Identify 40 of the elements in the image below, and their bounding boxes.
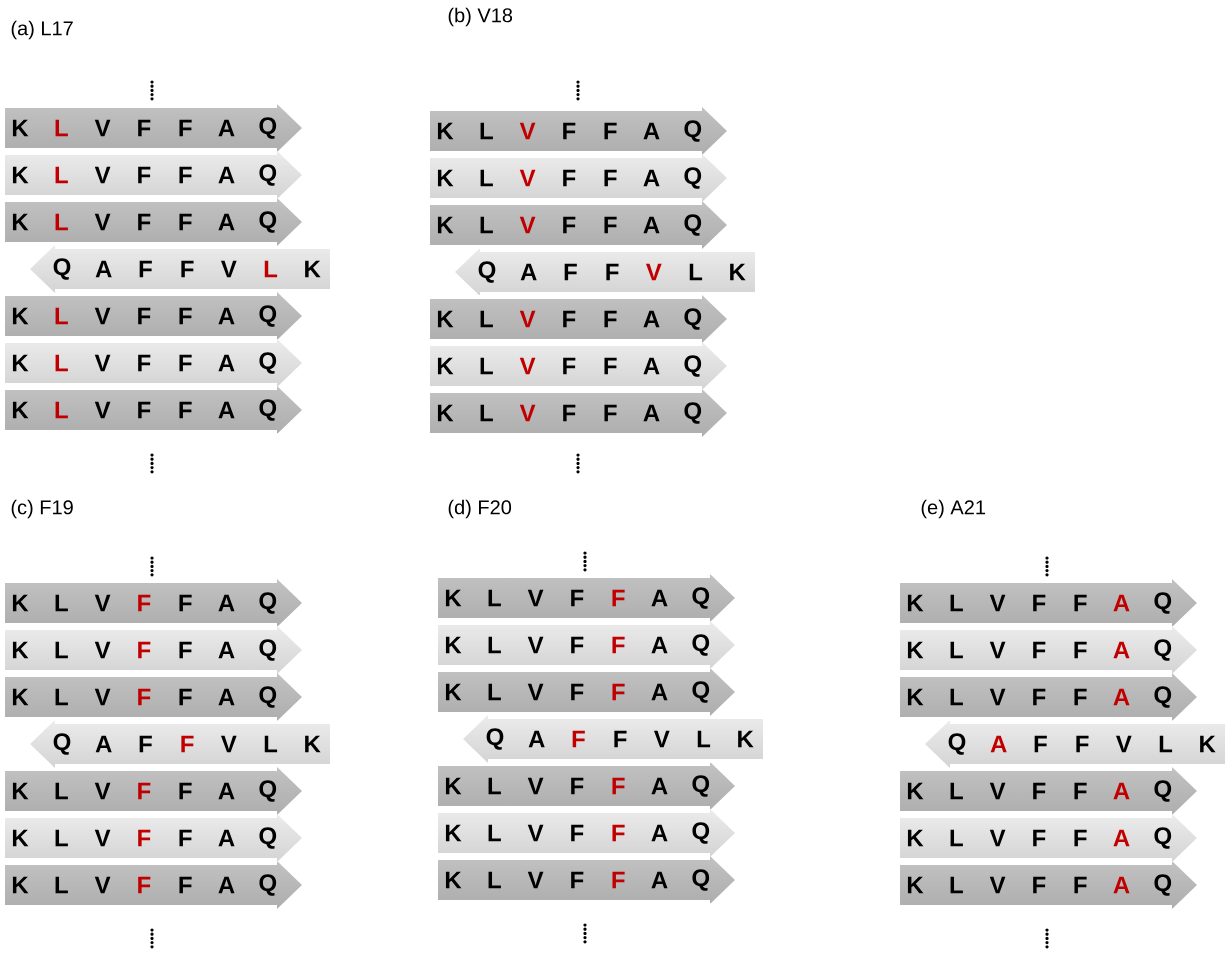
- strand-arrow: Q A F F V L K: [478, 261, 746, 283]
- strand-arrow: K L V F F A Q: [445, 634, 710, 656]
- strand-arrow: Q A F F V L K: [948, 733, 1216, 755]
- strand-arrow: K L V F F A Q: [445, 681, 710, 703]
- strand-arrow: Q A F F V L K: [53, 733, 321, 755]
- strand-arrow: K L V F F A Q: [437, 214, 702, 236]
- strand-arrow: K L V F F A Q: [437, 355, 702, 377]
- strand-arrow: K L V F F A Q: [907, 592, 1172, 614]
- panel-label: (e) A21: [921, 499, 985, 519]
- strand-arrow: K L V F F A Q: [445, 869, 710, 891]
- strand-arrow: K L V F F A Q: [12, 117, 277, 139]
- strand-arrow: K L V F F A Q: [12, 874, 277, 896]
- strand-arrow: K L V F F A Q: [445, 822, 710, 844]
- panel-label: (a) L17: [11, 20, 73, 40]
- strand-arrow: K L V F F A Q: [437, 308, 702, 330]
- strand-arrow: K L V F F A Q: [907, 639, 1172, 661]
- strand-arrow: Q A F F V L K: [53, 258, 321, 280]
- strand-arrow: K L V F F A Q: [12, 399, 277, 421]
- strand-arrow: K L V F F A Q: [445, 587, 710, 609]
- strand-arrow: K L V F F A Q: [12, 639, 277, 661]
- strand-arrow: K L V F F A Q: [437, 167, 702, 189]
- strand-arrow: K L V F F A Q: [12, 305, 277, 327]
- strand-arrow: K L V F F A Q: [12, 592, 277, 614]
- strand-arrow: K L V F F A Q: [12, 827, 277, 849]
- strand-arrow: K L V F F A Q: [12, 211, 277, 233]
- strand-arrow: K L V F F A Q: [12, 164, 277, 186]
- strand-arrow: K L V F F A Q: [907, 686, 1172, 708]
- panel-label: (b) V18: [448, 7, 513, 27]
- strand-arrow: Q A F F V L K: [486, 728, 754, 750]
- panel-label: (c) F19: [11, 499, 73, 519]
- strand-arrow: K L V F F A Q: [907, 827, 1172, 849]
- strand-arrow: K L V F F A Q: [907, 874, 1172, 896]
- strand-arrow: K L V F F A Q: [445, 775, 710, 797]
- strand-arrow: K L V F F A Q: [437, 120, 702, 142]
- strand-arrow: K L V F F A Q: [907, 780, 1172, 802]
- strand-arrow: K L V F F A Q: [12, 352, 277, 374]
- panel-label: (d) F20: [448, 499, 512, 519]
- strand-arrow: K L V F F A Q: [12, 780, 277, 802]
- strand-arrow: K L V F F A Q: [12, 686, 277, 708]
- strand-arrow: K L V F F A Q: [437, 402, 702, 424]
